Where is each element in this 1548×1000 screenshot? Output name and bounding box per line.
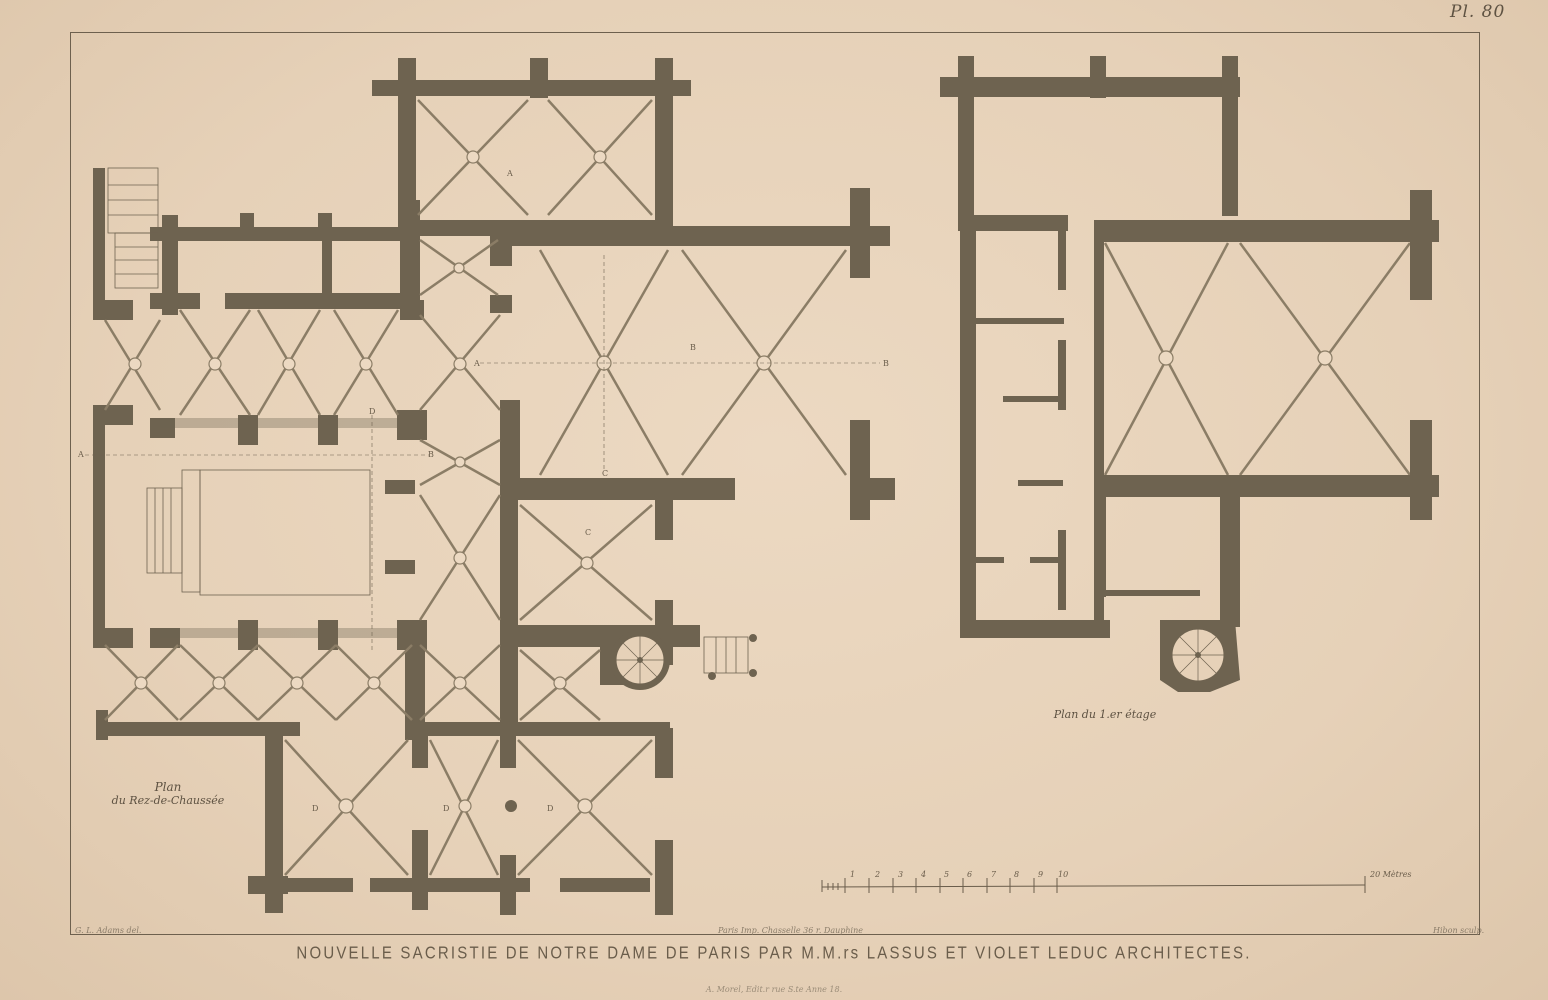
ground-plan-caption-line2: du Rez-de-Chaussée [111,794,225,807]
scale-bar [821,876,1366,893]
svg-text:A: A [473,359,480,368]
svg-text:D: D [312,804,318,813]
scale-tick-9: 9 [1038,870,1044,879]
svg-text:A: A [506,169,513,178]
ground-floor-walls [93,58,895,915]
first-floor-walls [940,56,1439,638]
svg-text:A: A [77,450,84,459]
svg-text:C: C [585,528,591,537]
publisher-credit: A. Morel, Edit.r rue S.te Anne 18. [705,985,843,994]
scale-tick-2: 2 [875,870,881,879]
scale-tick-6: 6 [967,870,973,879]
scale-tick-10: 10 [1058,870,1069,879]
left-stair [107,167,371,596]
scale-tick-8: 8 [1014,870,1020,879]
scale-tick-5: 5 [944,870,950,879]
ground-plan-caption: Plan du Rez-de-Chaussée [108,780,228,807]
first-floor-spiral-stair [1160,620,1240,692]
first-floor-caption: Plan du 1.er étage [1053,708,1157,721]
vault-bosses [128,150,1333,814]
ground-spiral-stair [610,630,670,690]
section-lines [85,255,880,650]
scale-end-label: 20 Mètres [1370,870,1412,879]
engraver-credit: Hibon sculp. [1433,926,1485,935]
plate-title: NOUVELLE SACRISTIE DE NOTRE DAME DE PARI… [296,943,1252,964]
scale-tick-3: 3 [898,870,904,879]
svg-text:B: B [883,359,889,368]
svg-text:D: D [547,804,553,813]
draughtsman-credit: G. L. Adams del. [75,926,142,935]
svg-text:D: D [443,804,449,813]
svg-text:C: C [602,469,608,478]
svg-text:B: B [428,450,434,459]
scale-tick-1: 1 [850,870,856,879]
svg-text:D: D [369,407,375,416]
svg-text:B: B [690,343,696,352]
room-and-section-labels: A B C D D D A A B B C D [77,169,889,813]
ground-plan-caption-line1: Plan [154,780,182,794]
scale-tick-4: 4 [921,870,927,879]
plate-number: Pl. 80 [1450,2,1506,22]
entry-steps [703,636,749,674]
plate-border [70,32,1480,935]
scale-tick-7: 7 [991,870,997,879]
printer-credit: Paris Imp. Chasselle 36 r. Dauphine [718,926,863,935]
